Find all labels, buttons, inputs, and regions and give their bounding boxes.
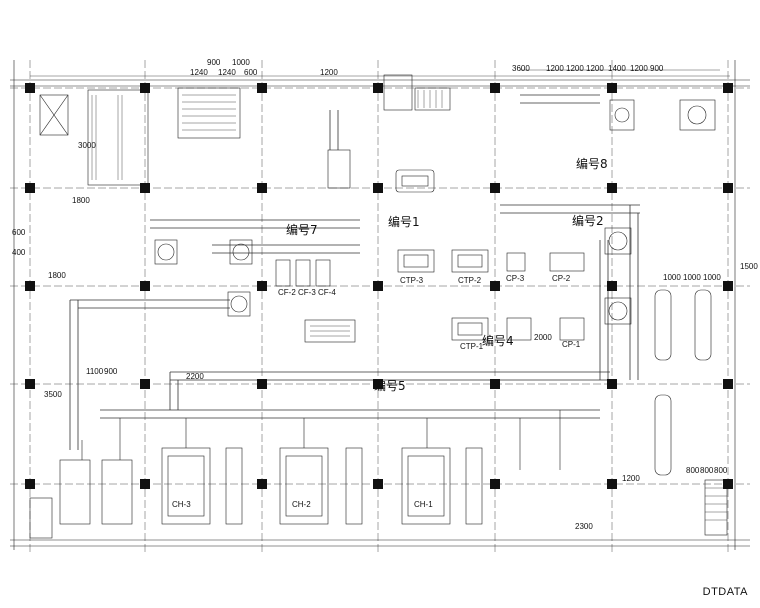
dim-top-5: 600	[244, 68, 258, 77]
dim-misc-12: 1100	[86, 367, 104, 376]
dim-misc-10: 2200	[186, 372, 204, 381]
zone-label-7: 编号7	[286, 223, 318, 237]
equipment-tag-ctp2: CTP-2	[458, 276, 482, 285]
equipment-tag-cp2: CP-2	[552, 274, 571, 283]
zone-label-8: 编号8	[576, 157, 608, 171]
dim-top-7: 3600	[512, 64, 530, 73]
equipment-tag-cp3: CP-3	[506, 274, 525, 283]
dim-top-2: 1000	[232, 58, 250, 67]
equipment-tag-cp1: CP-1	[562, 340, 581, 349]
dim-top-6: 1200	[320, 68, 338, 77]
dim-misc-13: 900	[104, 367, 118, 376]
zone-label-4: 编号4	[482, 334, 514, 348]
equipment-tag-ch2: CH-2	[292, 500, 311, 509]
dim-top-13: 900	[650, 64, 664, 73]
dim-top-8: 1200	[546, 64, 564, 73]
dim-misc-8: 800	[714, 466, 728, 475]
equipment-tag-ch1: CH-1	[414, 500, 433, 509]
dim-misc-9: 1200	[622, 474, 640, 483]
equipment-tag-ctp1: CTP-1	[460, 342, 484, 351]
dim-misc-7: 800	[700, 466, 714, 475]
dim-left-3: 600	[12, 228, 26, 237]
dim-misc-4: 1500	[740, 262, 758, 271]
equipment-tag-cf3: CF-3	[298, 288, 316, 297]
structural-columns	[25, 83, 733, 489]
dim-misc-2: 1000	[683, 273, 701, 282]
zone-label-5: 编号5	[374, 379, 406, 393]
brand-watermark: DTDATA	[702, 586, 748, 598]
equipment-tag-cf2: CF-2	[278, 288, 296, 297]
dim-top-1: 900	[207, 58, 221, 67]
zone-label-1: 编号1	[388, 215, 420, 229]
dim-left-2: 1800	[72, 196, 90, 205]
dim-top-12: 1200	[630, 64, 648, 73]
equipment-tag-ctp3: CTP-3	[400, 276, 424, 285]
dim-left-4: 400	[12, 248, 26, 257]
dim-misc-11: 2000	[534, 333, 552, 342]
dim-top-10: 1200	[586, 64, 604, 73]
dim-left-6: 3500	[44, 390, 62, 399]
dim-top-11: 1400	[608, 64, 626, 73]
equipment-tag-ch3: CH-3	[172, 500, 191, 509]
zone-label-2: 编号2	[572, 214, 604, 228]
equipment-tag-cf4: CF-4	[318, 288, 336, 297]
dim-misc-3: 1000	[703, 273, 721, 282]
dim-left-1: 3000	[78, 141, 96, 150]
dim-top-3: 1240	[190, 68, 208, 77]
dim-top-9: 1200	[566, 64, 584, 73]
dim-misc-5: 2300	[575, 522, 593, 531]
dim-left-5: 1800	[48, 271, 66, 280]
dim-top-4: 1240	[218, 68, 236, 77]
dim-misc-6: 800	[686, 466, 700, 475]
dim-misc-1: 1000	[663, 273, 681, 282]
